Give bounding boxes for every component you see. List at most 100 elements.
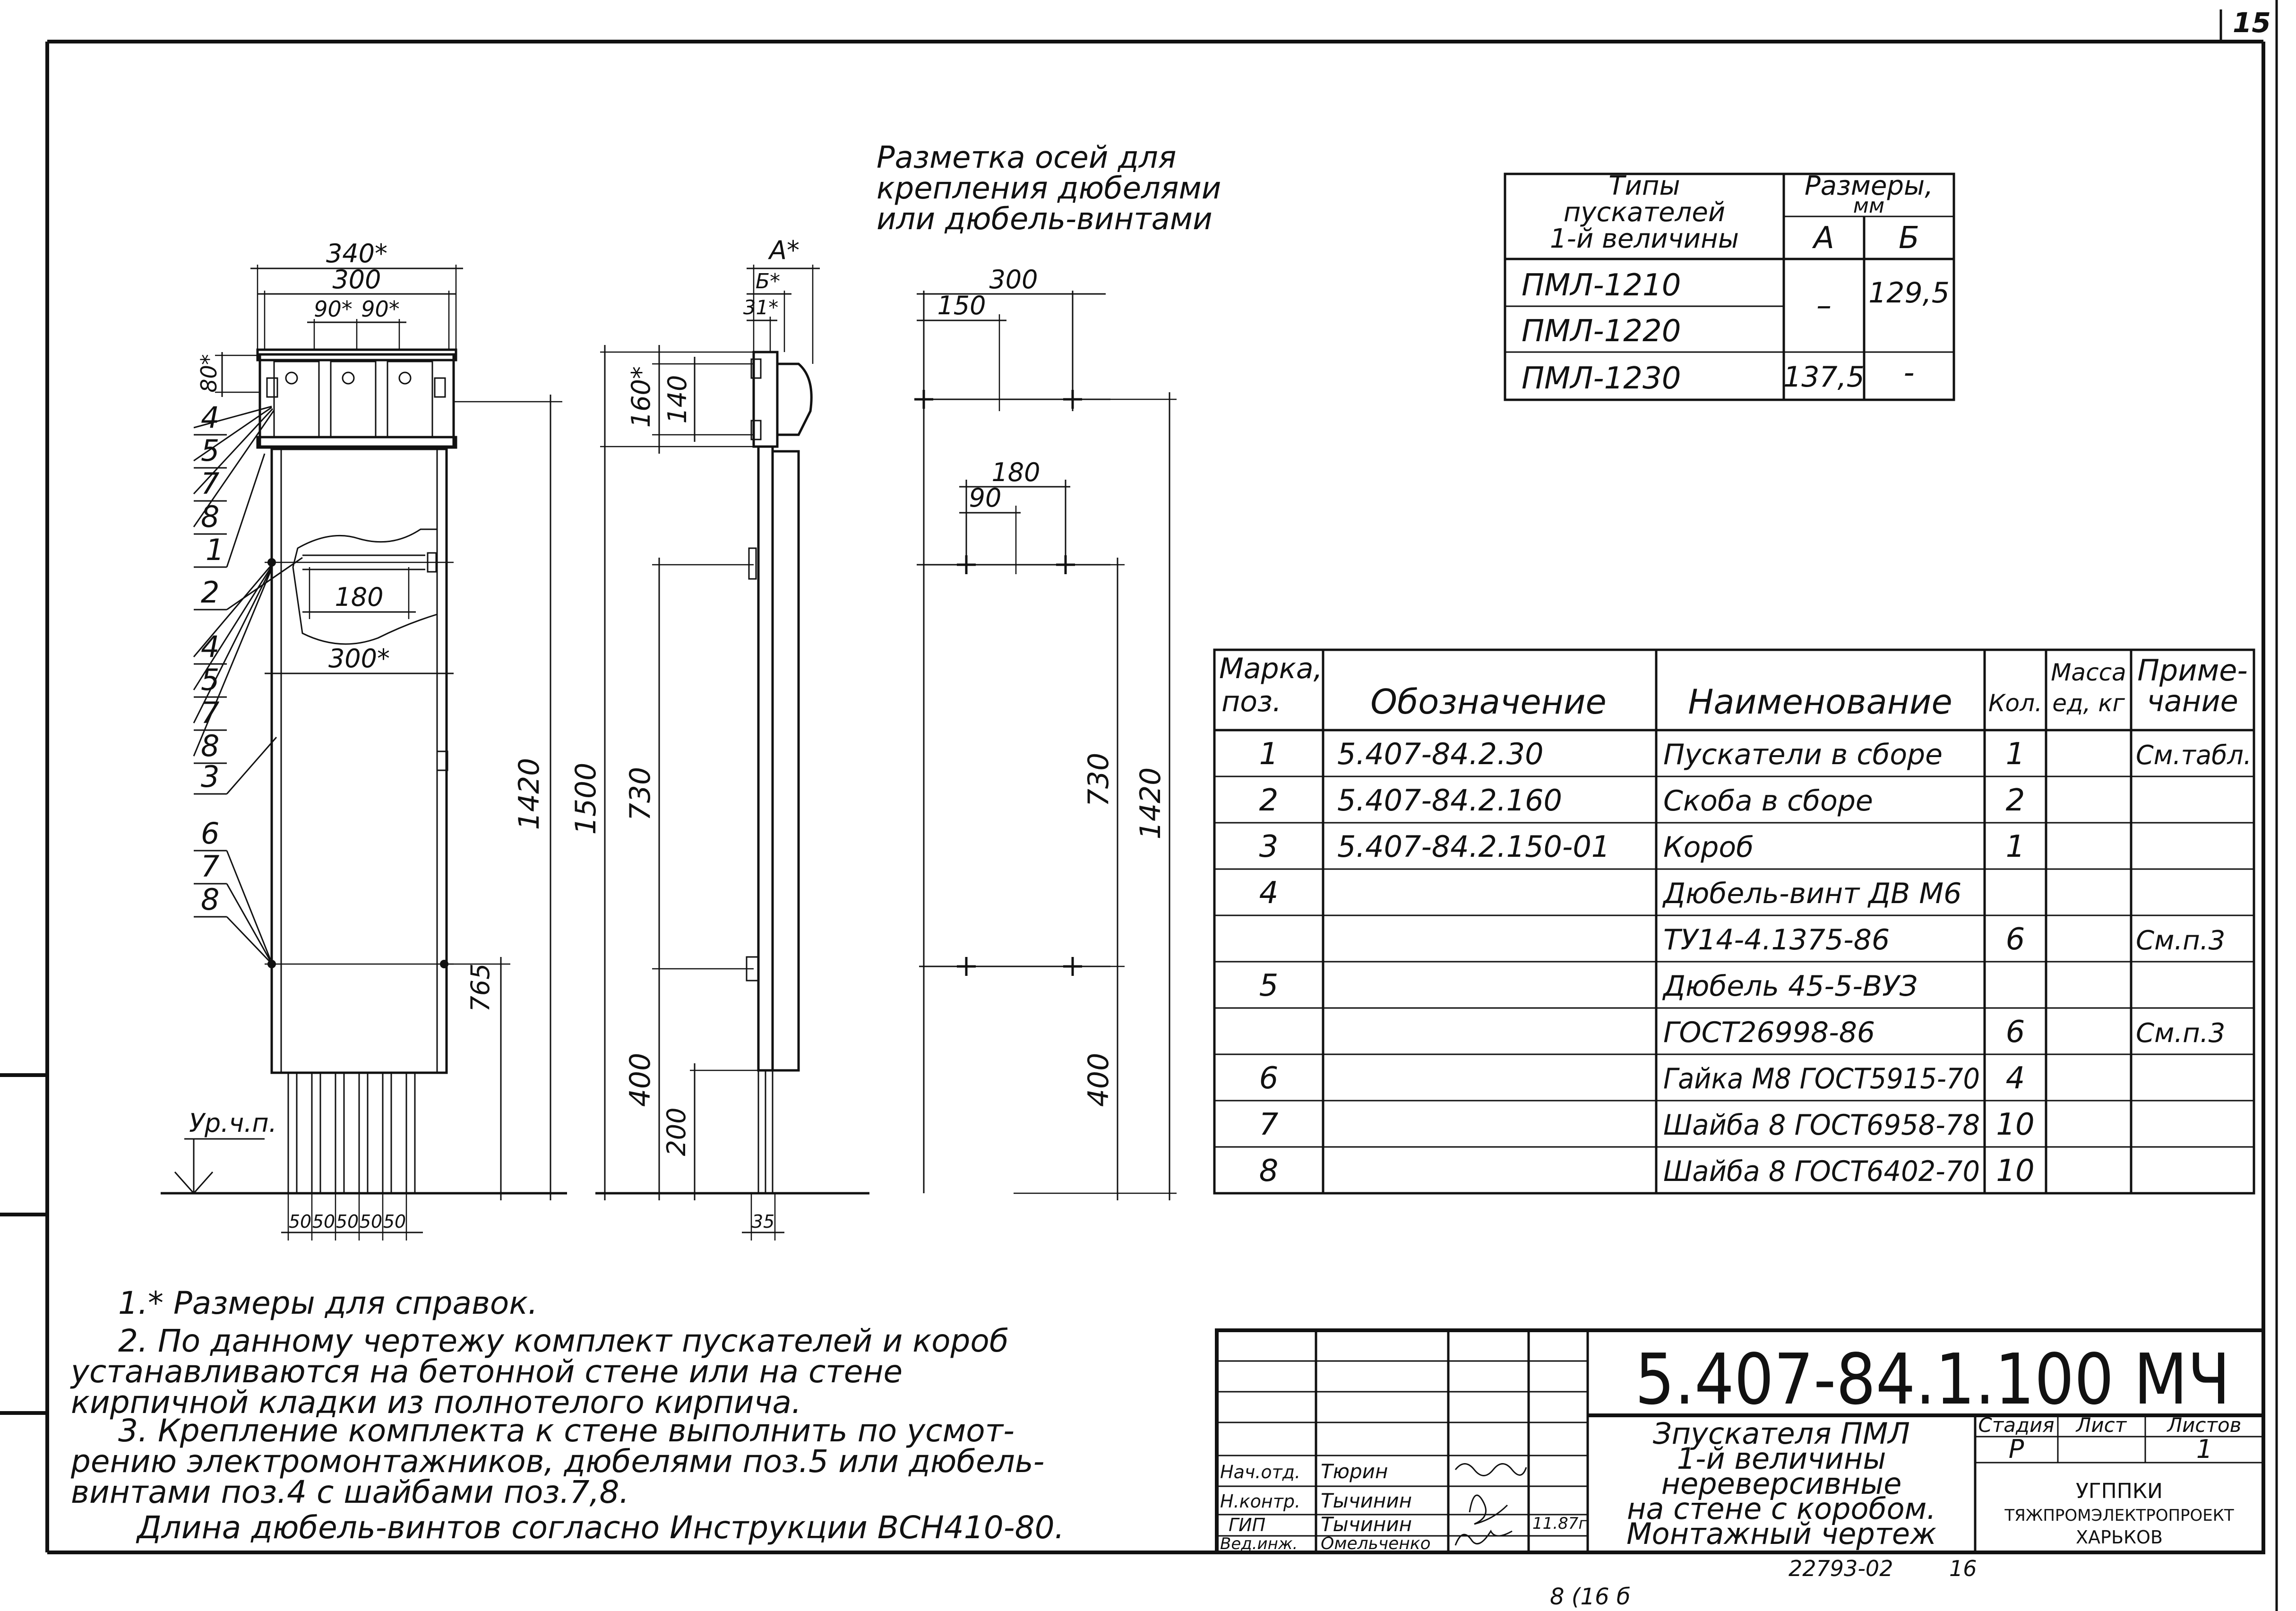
spec-head-name: Наименование: [1688, 682, 1952, 722]
stage-value: Р: [2009, 1434, 2024, 1464]
spec-rows: 1 5.407-84.2.30 Пускатели в сборе 1 См.табл.…: [1259, 737, 2252, 1189]
role-gip: ГИП: [1229, 1515, 1265, 1535]
leader-8-mid: 8: [201, 729, 219, 763]
note-line-8: Длина дюбель-винтов согласно Инструкции …: [136, 1509, 1065, 1546]
side-dim-1500: 1500: [569, 763, 602, 835]
spec-head-mark-2: поз.: [1221, 685, 1281, 718]
front-dim-765: 765: [465, 963, 495, 1012]
leader-8-bottom: 8: [201, 882, 219, 917]
side-dim-a: А*: [768, 235, 800, 265]
size-table-type-1230: ПМЛ-1230: [1522, 361, 1681, 396]
axis-dim-90: 90: [969, 483, 1002, 513]
floor-level-label: Ур.ч.п.: [189, 1108, 277, 1138]
leader-8-top: 8: [201, 500, 219, 534]
spec-cell-mark: 3: [1259, 829, 1279, 864]
side-dim-31: 31*: [743, 296, 778, 319]
front-dim-50-5: 50: [383, 1211, 406, 1232]
leader-3: 3: [201, 759, 219, 794]
size-table-a-1210-1220: –: [1816, 288, 1832, 323]
note-line-2: 2. По данному чертежу комплект пускателе…: [118, 1323, 1008, 1359]
axis-dim-180: 180: [991, 457, 1040, 487]
spec-cell-designation: 5.407-84.2.160: [1337, 783, 1562, 818]
leader-6: 6: [201, 816, 219, 851]
side-dim-730: 730: [624, 767, 657, 821]
size-table-col-a: А: [1812, 221, 1834, 256]
note-line-7: винтами поз.4 с шайбами поз.7,8.: [71, 1474, 629, 1510]
spec-cell-name: Короб: [1663, 831, 1754, 864]
spec-cell-note: См.п.3: [2136, 1018, 2225, 1049]
side-dim-35: 35: [752, 1211, 774, 1232]
front-dim-180: 180: [335, 582, 383, 612]
axis-dim-1420: 1420: [1134, 767, 1167, 840]
front-view: Ур.ч.п. 340* 300 90* 90* 80* 180 300*: [161, 239, 567, 1241]
side-dim-140: 140: [662, 375, 692, 423]
spec-cell-qty: 1: [2006, 737, 2025, 772]
leader-4-top: 4: [201, 400, 219, 435]
note-line-4: кирпичной кладки из полнотелого кирпича.: [71, 1384, 801, 1421]
spec-cell-mark: 1: [1259, 737, 1279, 772]
size-table-a-1230: 137,5: [1783, 361, 1865, 394]
name-turin: Тюрин: [1321, 1460, 1388, 1483]
role-ved-inzh: Вед.инж.: [1220, 1534, 1298, 1553]
gip-date: 11.87г: [1532, 1514, 1587, 1533]
leader-4-mid: 4: [201, 629, 219, 664]
spec-cell-qty: 6: [2006, 1015, 2025, 1050]
spec-cell-name: Пускатели в сборе: [1663, 738, 1943, 771]
spec-cell-qty: 1: [2006, 829, 2025, 864]
leader-7-mid: 7: [201, 696, 219, 730]
front-dim-50-2: 50: [312, 1211, 335, 1232]
role-n-kontr: Н.контр.: [1220, 1491, 1300, 1512]
spec-head-note-1: Приме-: [2137, 653, 2248, 688]
footer-page: 16: [1949, 1556, 1977, 1581]
spec-cell-qty: 2: [2006, 783, 2025, 818]
header-line-2: крепления дюбелями: [877, 171, 1221, 206]
size-table-type-1220: ПМЛ-1220: [1522, 314, 1681, 349]
spec-cell-name: Скоба в сборе: [1663, 784, 1873, 818]
side-dim-b: Б*: [756, 269, 780, 293]
size-table-head-types-3: 1-й величины: [1550, 224, 1739, 254]
front-dim-50-4: 50: [360, 1211, 382, 1232]
size-table: Типы пускателей 1-й величины Размеры, мм…: [1504, 171, 1955, 401]
spec-cell-qty: 10: [1996, 1107, 2034, 1142]
bottom-scribble: 8 (16 б: [1550, 1584, 1630, 1610]
title-line-4: на стене с коробом.: [1627, 1491, 1936, 1526]
sheet-label: Лист: [2075, 1413, 2127, 1437]
title-block: 5.407-84.1.100 МЧ Зпускателя ПМЛ 1-й вел…: [1215, 1328, 2265, 1554]
leader-group-top: 4 5 7 8 1 2: [193, 400, 303, 611]
spec-cell-note: См.табл.: [2136, 740, 2252, 771]
size-table-col-b: Б: [1899, 221, 1919, 256]
leader-5-top: 5: [201, 433, 219, 468]
title-line-3: нереверсивные: [1661, 1466, 1902, 1501]
axis-dim-730: 730: [1082, 753, 1115, 807]
size-table-type-1210: ПМЛ-1210: [1522, 268, 1681, 303]
signature-1: [1454, 1463, 1527, 1476]
spec-cell-qty: 10: [1996, 1154, 2034, 1189]
stage-label: Стадия: [1978, 1413, 2054, 1437]
spec-cell-qty: 4: [2006, 1061, 2025, 1096]
front-dim-300: 300: [332, 265, 381, 294]
front-dim-50-3: 50: [336, 1211, 359, 1232]
note-line-3: устанавливаются на бетонной стене или на…: [70, 1353, 903, 1390]
spec-cell-mark: 5: [1259, 968, 1279, 1003]
note-line-1: 1.* Размеры для справок.: [118, 1285, 538, 1321]
spec-cell-mark: 6: [1259, 1061, 1279, 1096]
spec-cell-designation: 5.407-84.2.30: [1337, 737, 1544, 771]
front-dim-300-star: 300*: [328, 644, 390, 673]
leader-group-bottom: 6 7 8: [194, 816, 271, 963]
sheets-label: Листов: [2167, 1413, 2242, 1437]
org-line-3: ХАРЬКОВ: [2076, 1527, 2163, 1548]
name-tychinin-2: Тычинин: [1321, 1513, 1412, 1536]
document-code: 5.407-84.1.100 МЧ: [1635, 1339, 2230, 1420]
axis-dim-400: 400: [1082, 1053, 1115, 1107]
spec-cell-mark: 8: [1259, 1154, 1279, 1189]
spec-cell-name: ГОСТ26998-86: [1663, 1016, 1875, 1049]
footer-code: 22793-02: [1789, 1556, 1893, 1581]
spec-cell-note: См.п.3: [2136, 925, 2225, 956]
size-table-head-types-1: Типы: [1608, 171, 1680, 201]
signature-2: [1469, 1494, 1508, 1525]
header-line-1: Разметка осей для: [877, 140, 1176, 175]
title-line-1: Зпускателя ПМЛ: [1653, 1416, 1910, 1451]
size-table-head-types-2: пускателей: [1564, 197, 1725, 228]
leader-group-mid: 4 5 7 8 3: [193, 564, 277, 795]
